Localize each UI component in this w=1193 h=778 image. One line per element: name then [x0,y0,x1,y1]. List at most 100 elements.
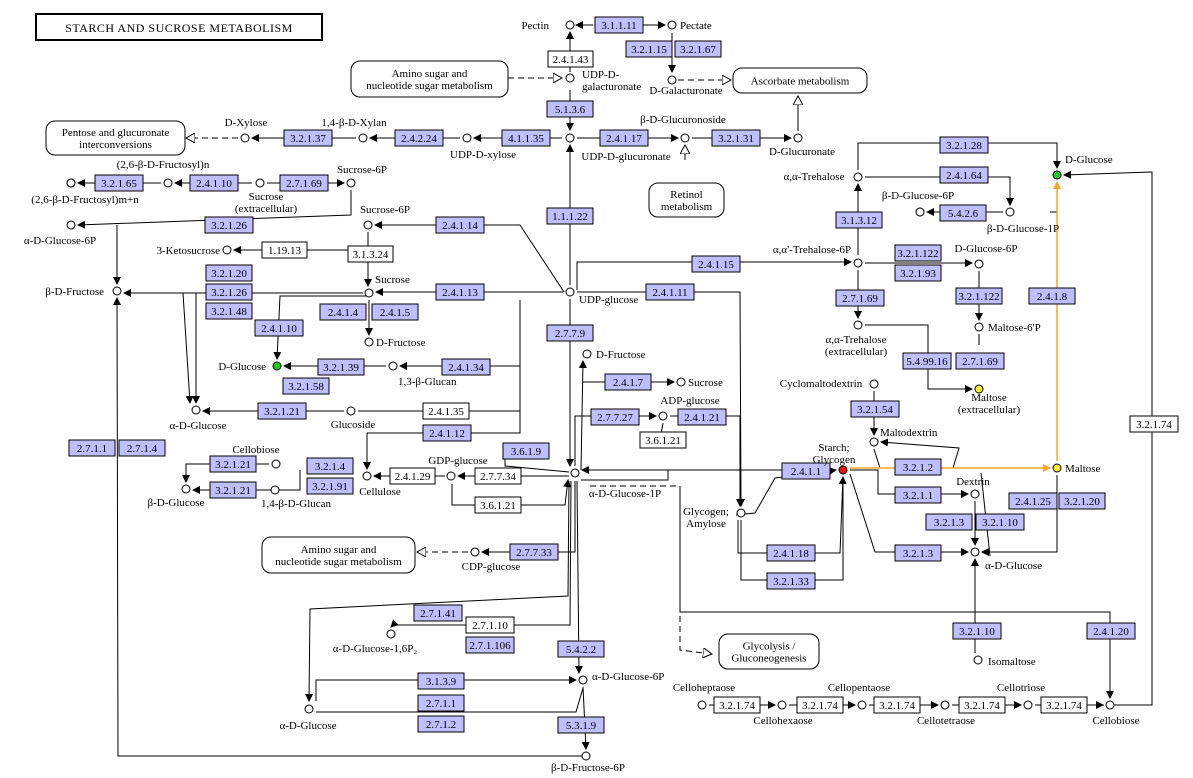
compound-dot[interactable] [736,508,746,518]
enzyme-box[interactable]: 3.2.1.10 [952,622,1002,640]
compound-node[interactable]: Sucrose-6P [360,204,410,230]
enzyme-box[interactable]: 2.4.1.11 [645,283,695,301]
enzyme-box[interactable]: 3.1.3.12 [835,211,883,229]
enzyme-box[interactable]: 2.4.1.43 [547,50,594,68]
enzyme-box[interactable]: 3.2.1.122 [894,244,942,262]
compound-dot[interactable] [838,465,848,475]
compound-node[interactable]: UDP-D-glucuronate [565,133,671,163]
compound-node[interactable]: D-Fructose [364,337,426,349]
compound-dot[interactable] [793,133,803,143]
compound-node[interactable]: β-D-Glucose [148,484,205,509]
compound-node[interactable]: UDP-D-galacturonate [565,69,641,93]
compound-dot[interactable] [304,704,314,714]
compound-dot[interactable] [362,471,372,481]
compound-dot[interactable] [191,405,201,415]
compound-dot[interactable] [676,377,686,387]
compound-dot[interactable] [364,288,374,298]
compound-node[interactable]: α-D-Glucose [970,547,1042,572]
enzyme-box[interactable]: 3.2.1.15 [625,40,673,58]
enzyme-box[interactable]: 2.4.1.1 [781,462,831,480]
compound-node[interactable]: α-D-Glucose-1P [570,468,661,500]
compound-node[interactable]: 3-Ketosucrose [156,245,232,257]
compound-node[interactable]: D-Glucuronate [769,133,835,158]
compound-node[interactable]: 1,4-β-D-Glucan [261,485,332,510]
compound-dot[interactable] [565,20,575,30]
enzyme-box[interactable]: 2.4.1.21 [677,408,727,426]
compound-node[interactable]: D-Fructose [582,349,646,361]
compound-node[interactable]: Sucrose [676,377,723,389]
enzyme-box[interactable]: 2.7.1.10 [465,616,515,634]
compound-node[interactable]: Cyclomaltodextrin [780,378,879,390]
enzyme-box[interactable]: 3.2.1.1 [894,486,942,504]
compound-node[interactable]: D-Glucose-6P [955,243,1018,269]
enzyme-box[interactable]: 3.6.1.21 [639,431,687,449]
compound-dot[interactable] [680,133,690,143]
enzyme-box[interactable]: 2.7.1.2 [417,715,465,733]
compound-dot[interactable] [270,485,280,495]
compound-node[interactable]: α-D-Glucose [169,405,227,432]
enzyme-box[interactable]: 3.2.1.39 [317,358,365,376]
compound-dot[interactable] [66,178,76,188]
compound-dot[interactable] [66,220,76,230]
enzyme-box[interactable]: 1.19.13 [261,241,308,259]
compound-dot[interactable] [1052,170,1062,180]
compound-node[interactable]: Cellotriose [997,682,1045,710]
compound-dot[interactable] [869,379,879,389]
compound-dot[interactable] [1005,207,1015,217]
compound-node[interactable]: β-D-Fructose-6P [551,751,625,774]
enzyme-box[interactable]: 2.4.1.29 [389,467,436,485]
enzyme-box[interactable]: 3.2.1.20 [1058,492,1106,510]
enzyme-box[interactable]: 5.1.3.6 [546,100,594,118]
enzyme-box[interactable]: 3.2.1.20 [205,264,253,282]
enzyme-box[interactable]: 3.2.1.28 [939,136,989,154]
compound-dot[interactable] [163,178,173,188]
compound-dot[interactable] [777,700,787,710]
enzyme-box[interactable]: 3.2.1.31 [711,129,761,147]
compound-node[interactable]: Maltodextrin [869,427,938,447]
compound-dot[interactable] [581,751,591,761]
compound-node[interactable]: D-Glucose [218,361,282,373]
compound-node[interactable]: Celloheptaose [673,682,735,710]
enzyme-box[interactable]: 2.4.1.20 [1086,622,1136,640]
enzyme-box[interactable]: 3.2.1.37 [283,129,333,147]
enzyme-box[interactable]: 2.4.1.8 [1028,287,1076,305]
compound-node[interactable]: α-D-Glucose [279,704,337,732]
enzyme-box[interactable]: 2.4.1.34 [441,358,491,376]
enzyme-box[interactable]: 3.2.1.26 [205,283,253,301]
enzyme-box[interactable]: 2.7.1.106 [465,636,515,654]
compound-node[interactable]: UDP-glucose [565,287,638,306]
enzyme-box[interactable]: 1.1.1.22 [546,207,594,225]
enzyme-box[interactable]: 2.4.1.15 [691,255,741,273]
enzyme-box[interactable]: 2.4.1.35 [422,402,470,420]
enzyme-box[interactable]: 3.2.1.26 [204,216,254,234]
enzyme-box[interactable]: 3.1.3.24 [347,245,394,263]
enzyme-box[interactable]: 3.2.1.21 [257,402,307,420]
compound-node[interactable]: 1,4-β-D-Xylan [321,117,387,143]
enzyme-box[interactable]: 3.2.1.74 [1040,696,1088,714]
enzyme-box[interactable]: 3.2.1.74 [796,696,844,714]
enzyme-box[interactable]: 4.1.1.35 [501,129,551,147]
compound-node[interactable]: Pectin [522,20,575,32]
compound-node[interactable]: Cellopentaose [828,682,890,710]
enzyme-box[interactable]: 5.4.2.2 [557,640,605,658]
compound-dot[interactable] [853,320,863,330]
enzyme-box[interactable]: 3.2.1.21 [209,455,257,473]
enzyme-box[interactable]: 2.4.1.12 [422,424,472,442]
compound-node[interactable]: Sucrose-6P [337,164,387,188]
enzyme-box[interactable]: 3.2.1.74 [713,696,761,714]
compound-dot[interactable] [578,675,588,685]
enzyme-box[interactable]: 3.2.1.3 [925,513,973,531]
enzyme-box[interactable]: 3.2.1.2 [894,458,942,476]
enzyme-box[interactable]: 3.2.1.67 [674,40,722,58]
compound-dot[interactable] [565,133,575,143]
compound-dot[interactable] [346,178,356,188]
compound-dot[interactable] [582,349,592,359]
enzyme-box[interactable]: 3.2.1.54 [850,400,900,418]
compound-node[interactable]: Cellulose [359,471,401,498]
enzyme-box[interactable]: 2.4.1.10 [254,319,304,337]
enzyme-box[interactable]: 2.4.1.18 [766,544,816,562]
compound-dot[interactable] [346,406,356,416]
